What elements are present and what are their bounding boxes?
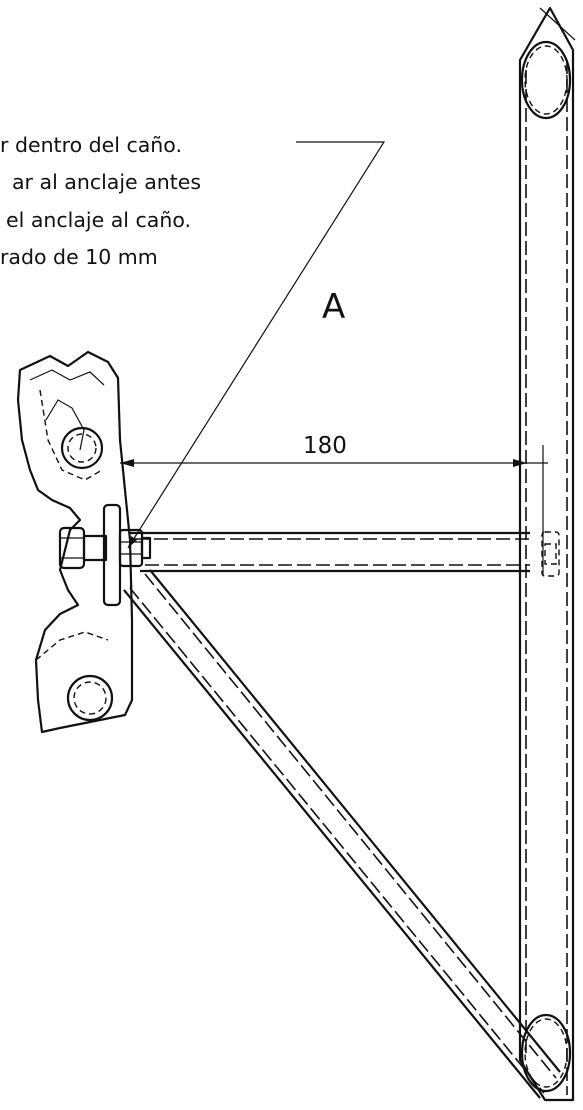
horizontal-tube xyxy=(130,531,560,577)
anchor-bolt xyxy=(58,526,152,570)
note-line-3: el anclaje al caño. xyxy=(6,208,192,232)
note-line-1: r dentro del caño. xyxy=(0,133,182,157)
dimension-value: 180 xyxy=(303,433,347,459)
diagonal-tube xyxy=(123,569,561,1099)
clamp-fitting xyxy=(16,350,134,734)
leader-line xyxy=(127,141,386,549)
note-line-2: ar al anclaje antes xyxy=(12,170,202,194)
vertical-tube xyxy=(518,6,576,1102)
dimension-180: 180 xyxy=(120,433,548,575)
callout-label: A xyxy=(322,287,345,327)
note-line-4: rado de 10 mm xyxy=(0,245,158,269)
